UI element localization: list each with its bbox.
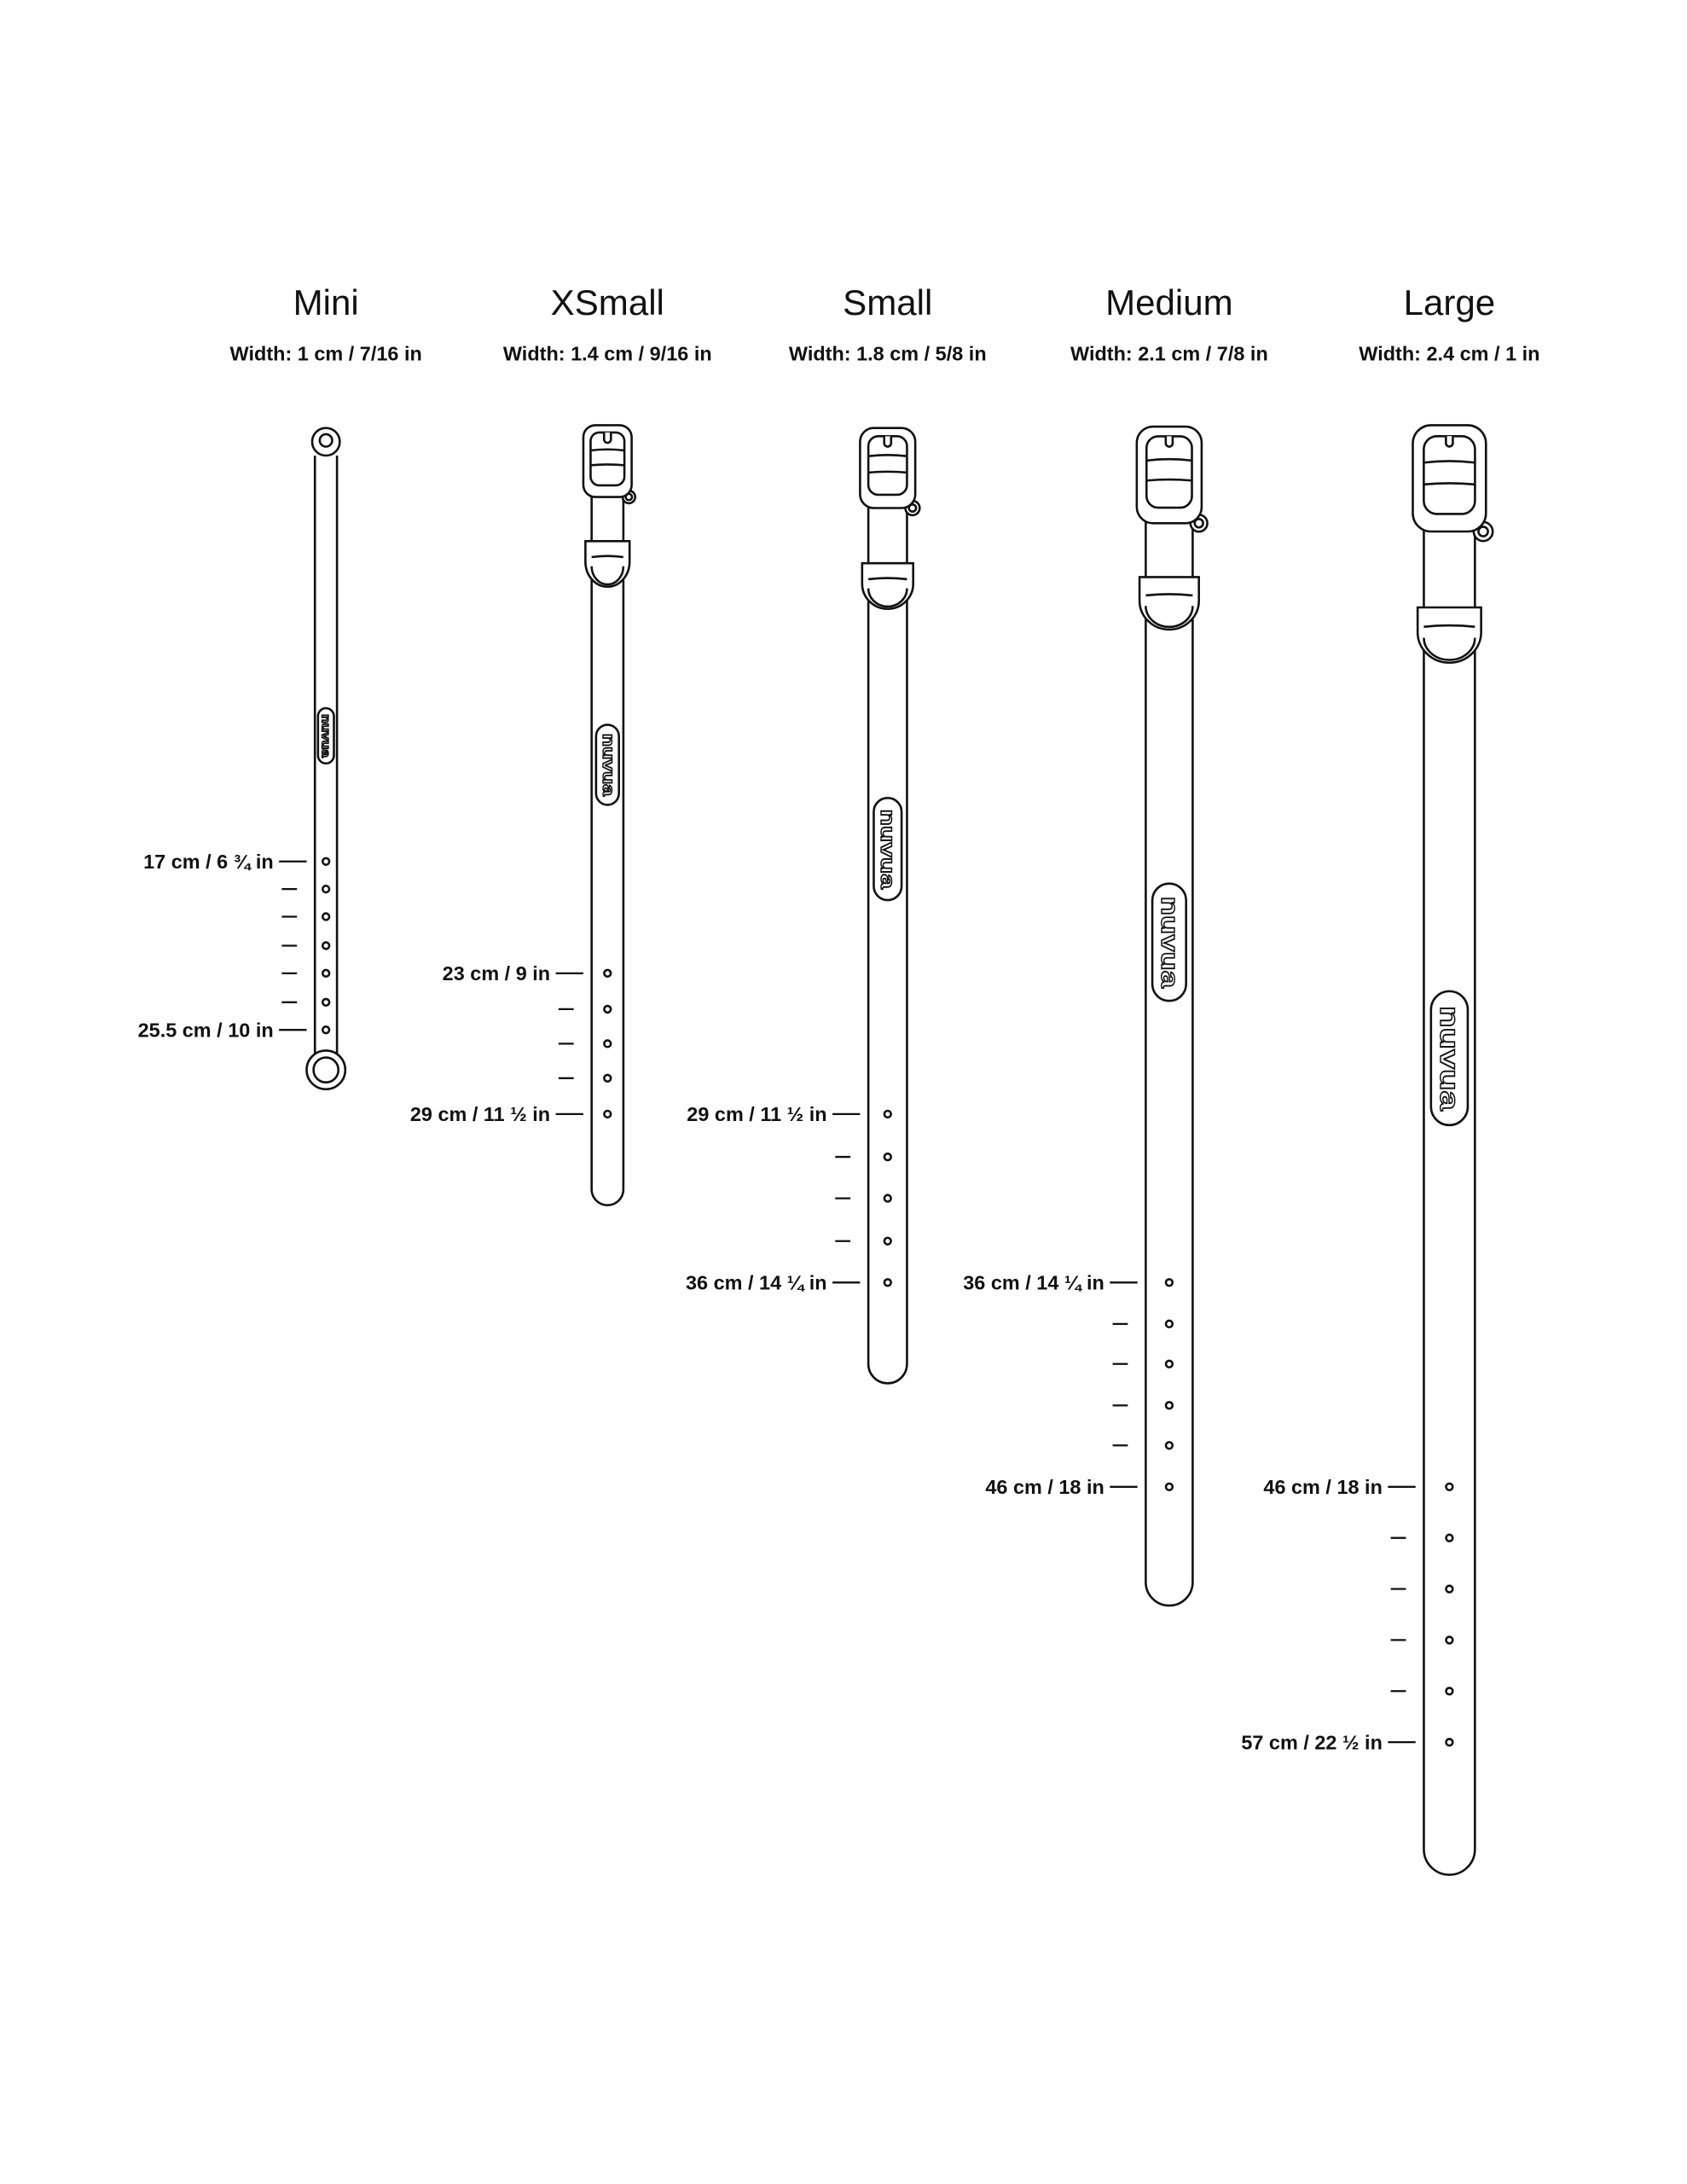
adjustment-hole <box>1445 1482 1454 1491</box>
min-size-label: 17 cm / 6 ¾ in <box>143 851 274 873</box>
max-size-label: 36 cm / 14 ¼ in <box>686 1271 827 1293</box>
top-loop-hole <box>318 433 333 448</box>
buckle-notch <box>602 432 612 444</box>
adjustment-hole <box>603 1109 612 1119</box>
adjustment-hole <box>1164 1482 1174 1491</box>
strap <box>590 491 625 1206</box>
tag-ring-hole <box>1477 526 1489 537</box>
buckle-inner <box>1423 434 1476 515</box>
keeper-detail <box>1145 593 1194 629</box>
brand-logo: nuvua <box>320 714 333 758</box>
logo-badge <box>1429 990 1470 1127</box>
adjustment-hole <box>321 997 331 1007</box>
buckle-notch <box>883 436 893 448</box>
width-label: Width: 1.8 cm / 5/8 in <box>789 342 987 364</box>
buckle-latch <box>590 448 625 467</box>
adjustment-hole <box>603 1073 612 1083</box>
strap <box>1423 526 1476 1876</box>
adjustment-hole <box>321 884 331 894</box>
buckle-latch <box>1146 457 1192 482</box>
adjustment-hole <box>883 1109 892 1119</box>
min-size-label: 29 cm / 11 ½ in <box>687 1103 826 1125</box>
logo-badge <box>316 706 335 765</box>
adjustment-hole <box>603 1039 612 1048</box>
logo-badge <box>594 723 620 806</box>
adjustment-hole <box>1164 1441 1174 1450</box>
size-title: Large <box>1404 282 1496 322</box>
logo-badge <box>872 797 903 902</box>
adjustment-hole <box>1164 1278 1174 1287</box>
adjustment-hole <box>1445 1533 1454 1542</box>
width-label: Width: 2.4 cm / 1 in <box>1359 342 1539 364</box>
min-size-label: 36 cm / 14 ¼ in <box>963 1271 1104 1293</box>
size-title: XSmall <box>551 282 664 322</box>
brand-logo: nuvua <box>599 734 617 797</box>
adjustment-hole <box>603 968 612 979</box>
strap <box>867 502 908 1385</box>
min-size-label: 46 cm / 18 in <box>1263 1476 1383 1498</box>
brand-logo: nuvua <box>877 809 899 890</box>
bottom-ring-inner <box>312 1056 340 1083</box>
tag-ring-hole <box>1193 518 1204 529</box>
adjustment-hole <box>883 1194 892 1203</box>
max-size-label: 25.5 cm / 10 in <box>138 1019 274 1041</box>
adjustment-hole <box>321 968 331 979</box>
tag-ring-hole <box>907 502 918 514</box>
adjustment-hole <box>1164 1359 1174 1368</box>
brand-logo: nuvua <box>1435 1006 1464 1111</box>
max-size-label: 46 cm / 18 in <box>985 1476 1104 1498</box>
width-label: Width: 1 cm / 7/16 in <box>230 342 422 364</box>
size-title: Medium <box>1105 282 1233 322</box>
adjustment-hole <box>321 1025 331 1035</box>
adjustment-hole <box>1164 1319 1174 1329</box>
adjustment-hole <box>321 941 331 950</box>
min-size-label: 23 cm / 9 in <box>443 962 550 985</box>
buckle-notch <box>1445 436 1454 448</box>
adjustment-hole <box>321 912 331 921</box>
logo-badge <box>1151 882 1187 1002</box>
width-label: Width: 1.4 cm / 9/16 in <box>503 342 712 364</box>
adjustment-hole <box>883 1152 892 1162</box>
adjustment-hole <box>883 1278 892 1287</box>
max-size-label: 29 cm / 11 ½ in <box>410 1103 550 1125</box>
adjustment-hole <box>1445 1737 1454 1747</box>
keeper-detail <box>1423 624 1476 661</box>
size-title: Mini <box>293 282 359 322</box>
max-size-label: 57 cm / 22 ½ in <box>1241 1731 1383 1753</box>
adjustment-hole <box>603 1004 612 1014</box>
adjustment-hole <box>1445 1584 1454 1594</box>
strap <box>1145 517 1194 1607</box>
keeper-detail <box>590 555 625 586</box>
buckle-latch <box>867 454 907 474</box>
brand-logo: nuvua <box>1156 897 1183 990</box>
adjustment-hole <box>1445 1687 1454 1696</box>
buckle-latch <box>1423 460 1475 486</box>
adjustment-hole <box>1164 1401 1174 1410</box>
adjustment-hole <box>883 1236 892 1246</box>
width-label: Width: 2.1 cm / 7/8 in <box>1070 342 1268 364</box>
keeper-detail <box>867 577 908 608</box>
adjustment-hole <box>321 857 331 866</box>
adjustment-hole <box>1445 1635 1454 1645</box>
size-title: Small <box>843 282 932 322</box>
buckle-notch <box>1164 436 1174 448</box>
